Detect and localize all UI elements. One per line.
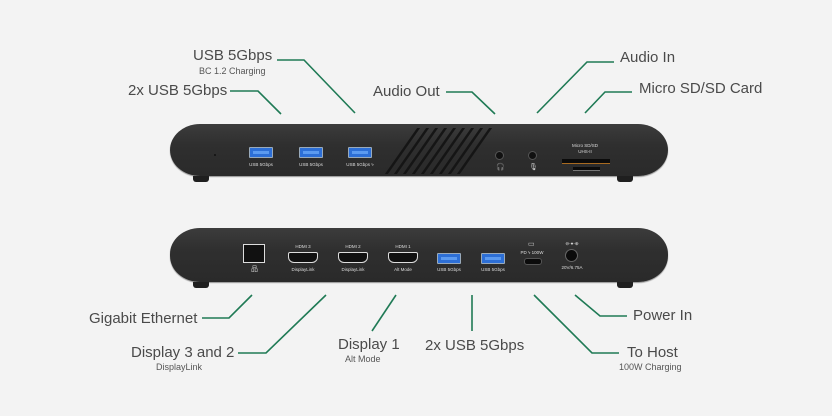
line-to-host xyxy=(533,294,619,354)
line-display-3-2 xyxy=(238,294,327,354)
label-audio-out: Audio Out xyxy=(373,83,440,100)
microphone-icon: 🎙 xyxy=(529,164,538,171)
line-audio-out xyxy=(446,91,496,115)
label-usb-charging: USB 5Gbps xyxy=(193,47,273,64)
line-display-1 xyxy=(371,294,397,332)
usbc-pd-label: PD ϟ 100W xyxy=(520,250,544,255)
label-power-in: Power In xyxy=(633,307,693,324)
line-sd-card xyxy=(584,91,632,114)
network-icon: 品 xyxy=(251,266,258,273)
hdmi-2-port xyxy=(338,252,368,263)
sublabel-usb-charging: BC 1.2 Charging xyxy=(199,66,266,76)
label-sd-card: Micro SD/SD Card xyxy=(639,80,763,97)
front-usb-port-2-label: USB 5Gbps xyxy=(299,162,323,167)
sd-label-line1: Micro SD/SD xyxy=(571,143,598,148)
sd-card-slot xyxy=(562,159,610,164)
hdmi-3-sublabel: DisplayLink xyxy=(291,267,315,272)
label-ethernet: Gigabit Ethernet xyxy=(89,310,198,327)
audio-out-jack xyxy=(495,151,504,160)
sublabel-display-3-2: DisplayLink xyxy=(156,362,203,372)
line-audio-in xyxy=(536,61,614,114)
dock-front-panel: USB 5Gbps USB 5Gbps USB 5Gbps ϟ 🎧 🎙 Micr… xyxy=(170,124,668,176)
front-usb-port-2 xyxy=(299,147,323,158)
hdmi-1-sublabel: Alt Mode xyxy=(394,267,412,272)
rear-usb-port-1 xyxy=(437,253,461,264)
line-usb-2x-front xyxy=(230,90,282,115)
dc-power-label: 20V/6.75A xyxy=(561,265,583,270)
front-usb-port-1-label: USB 5Gbps xyxy=(249,162,273,167)
hdmi-2-sublabel: DisplayLink xyxy=(341,267,365,272)
label-display-3-2: Display 3 and 2 xyxy=(131,344,235,361)
label-usb-2x-front: 2x USB 5Gbps xyxy=(128,82,228,99)
dock-rear-panel: 品 HDMI 3 DisplayLink HDMI 2 DisplayLink … xyxy=(170,228,668,282)
hdmi-1-port xyxy=(388,252,418,263)
sd-label-line2: UHS-II xyxy=(578,149,592,154)
line-ethernet xyxy=(202,294,253,319)
hdmi-2-label: HDMI 2 xyxy=(345,244,361,249)
hdmi-3-label: HDMI 3 xyxy=(295,244,311,249)
rear-usb-port-2 xyxy=(481,253,505,264)
label-to-host: To Host xyxy=(627,344,678,361)
label-audio-in: Audio In xyxy=(620,49,676,66)
hdmi-3-port xyxy=(288,252,318,263)
audio-in-jack xyxy=(528,151,537,160)
device-foot xyxy=(193,282,209,288)
dc-polarity-icon: ⊖-●-⊕ xyxy=(565,241,579,246)
label-display-1: Display 1 xyxy=(338,336,400,353)
dc-power-jack xyxy=(565,249,578,262)
device-foot xyxy=(617,176,633,182)
sublabel-to-host: 100W Charging xyxy=(619,362,682,372)
laptop-icon: ▭ xyxy=(528,241,535,248)
headphone-icon: 🎧 xyxy=(496,164,505,171)
device-foot xyxy=(617,282,633,288)
status-led xyxy=(214,154,216,156)
rear-usb-port-2-label: USB 5Gbps xyxy=(481,267,505,272)
ethernet-port xyxy=(243,244,265,263)
line-power-in xyxy=(574,294,627,317)
front-usb-port-3-charging xyxy=(348,147,372,158)
sublabel-display-1: Alt Mode xyxy=(345,354,381,364)
label-usb-2x-rear: 2x USB 5Gbps xyxy=(425,337,525,354)
usb-c-host-port xyxy=(524,258,542,265)
hdmi-1-label: HDMI 1 xyxy=(395,244,411,249)
microsd-card-slot xyxy=(573,167,600,171)
line-usb-charging xyxy=(277,59,356,114)
device-foot xyxy=(193,176,209,182)
rear-usb-port-1-label: USB 5Gbps xyxy=(437,267,461,272)
front-usb-port-3-label: USB 5Gbps ϟ xyxy=(346,162,374,167)
front-usb-port-1 xyxy=(249,147,273,158)
